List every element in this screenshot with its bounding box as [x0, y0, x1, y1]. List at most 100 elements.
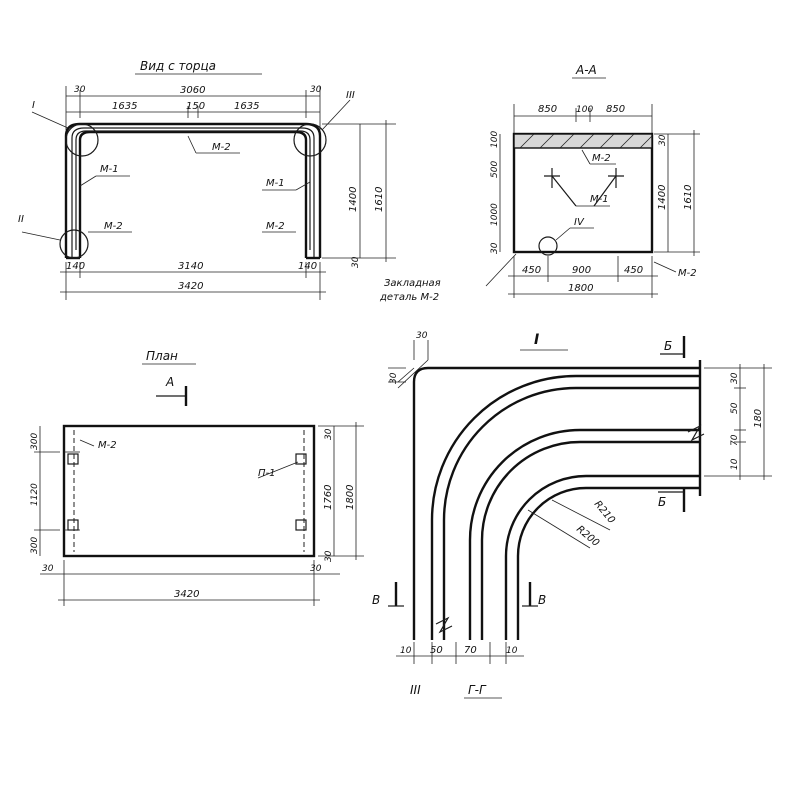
label-gg: Г-Г — [468, 683, 487, 697]
dim-text: 30 — [324, 428, 334, 440]
dim-text: 30 — [416, 331, 428, 341]
embed-plate — [295, 453, 307, 465]
callout-label: II — [18, 214, 24, 225]
leader-line — [555, 227, 571, 241]
dim-text: 30 — [310, 85, 322, 95]
rebar-curve-outer — [430, 374, 700, 640]
label-p1: П-1 — [258, 468, 276, 479]
dim-text: 1760 — [323, 485, 334, 510]
plan-title: План — [146, 349, 178, 363]
dim-text: 1400 — [657, 185, 668, 210]
embed-mark — [544, 168, 560, 188]
label-m2-left: M-2 — [104, 221, 123, 232]
rebar-curve-mid-2 — [480, 440, 700, 640]
note-line1: Закладная — [384, 278, 441, 289]
dim-text: 850 — [606, 104, 625, 115]
cut-label-b: Б — [664, 339, 672, 353]
detail-i: I Б Б 30 30 R210 R200 — [372, 331, 772, 699]
leader-line — [257, 461, 299, 479]
plan-view: План А M-2 П-1 300 1120 300 30 1760 1800 — [30, 349, 364, 606]
rebar-curve-outer-2 — [442, 386, 700, 640]
dim-text: 1610 — [374, 187, 385, 212]
leader-line — [31, 111, 69, 129]
embed-plate — [295, 519, 307, 531]
dim-text: 30 — [389, 372, 399, 384]
leader-line — [653, 261, 677, 273]
embed-plate — [67, 453, 79, 465]
dim-text: 1635 — [234, 101, 259, 112]
dim-text: 30 — [730, 372, 740, 384]
dim-text: 50 — [430, 645, 443, 656]
dim-text: 140 — [66, 261, 85, 272]
dim-text: 3420 — [178, 281, 203, 292]
top-slab-hatch — [513, 133, 653, 149]
dim-text: 450 — [624, 265, 643, 276]
cut-label-v: В — [372, 593, 380, 607]
rebar-line — [75, 130, 311, 250]
section-mark: А — [165, 375, 174, 389]
embed-mark — [608, 168, 624, 188]
dim-text: 1635 — [112, 101, 137, 112]
end-view-title: Вид с торца — [140, 59, 216, 73]
hatch — [539, 133, 555, 149]
radius-inner: R200 — [574, 524, 601, 549]
label-m2-right: M-2 — [266, 221, 285, 232]
dim-text: 1800 — [568, 283, 593, 294]
detail-circle-iv — [538, 236, 558, 256]
chamfer — [397, 367, 415, 383]
dim-text: 1610 — [683, 185, 694, 210]
cut-label-v2: В — [538, 593, 546, 607]
leader-line — [485, 253, 517, 287]
dim-text: 1400 — [348, 187, 359, 212]
dim-text: 10 — [506, 646, 518, 656]
label-m1: M-1 — [100, 164, 119, 175]
dim-text: 30 — [42, 564, 54, 574]
detail-title: I — [534, 332, 539, 348]
dim-text: 10 — [400, 646, 412, 656]
dim-text: 150 — [186, 101, 205, 112]
leader-line — [79, 175, 97, 187]
rebar-curve-mid — [468, 428, 700, 640]
detail-circle-i — [65, 123, 99, 157]
callout-label: III — [346, 90, 355, 101]
frame-outline — [64, 122, 322, 258]
radius-outer: R210 — [592, 499, 617, 526]
rebar-line — [71, 127, 315, 258]
callout-iv: IV — [574, 217, 585, 228]
dim-text: 3420 — [174, 589, 199, 600]
dim-text: 70 — [730, 434, 740, 446]
radius-leader — [527, 509, 591, 549]
leader-line — [321, 99, 351, 131]
hatch — [619, 133, 635, 149]
dim-text: 100 — [490, 131, 500, 148]
detail-circle-iii — [293, 123, 327, 157]
rebar-m1 — [551, 175, 577, 207]
dim-text: 450 — [522, 265, 541, 276]
hatch — [579, 133, 595, 149]
cut-label-b2: Б — [658, 495, 666, 509]
plan-outline — [62, 424, 316, 558]
dim-text: 850 — [538, 104, 557, 115]
rebar-curve-inner-2 — [516, 486, 700, 640]
label-iii: III — [410, 683, 421, 697]
dim-text: 30 — [74, 85, 86, 95]
dim-text: 30 — [310, 564, 322, 574]
break-symbol — [687, 424, 705, 442]
hatch — [639, 135, 653, 149]
radius-leader — [551, 499, 611, 531]
dim-text: 300 — [30, 537, 40, 554]
dim-text: 100 — [576, 105, 593, 115]
dim-text: 140 — [298, 261, 317, 272]
label-m1-right: M-1 — [266, 178, 285, 189]
chamfer-line — [397, 359, 429, 389]
leader-line — [187, 135, 197, 154]
dim-text: 180 — [753, 409, 764, 428]
dim-text: 10 — [730, 458, 740, 470]
dim-text: 900 — [572, 265, 591, 276]
leader-line — [581, 149, 591, 165]
dim-text: 30 — [324, 550, 334, 562]
break-symbol — [435, 616, 453, 634]
hatch — [519, 133, 535, 149]
hatch — [599, 133, 615, 149]
